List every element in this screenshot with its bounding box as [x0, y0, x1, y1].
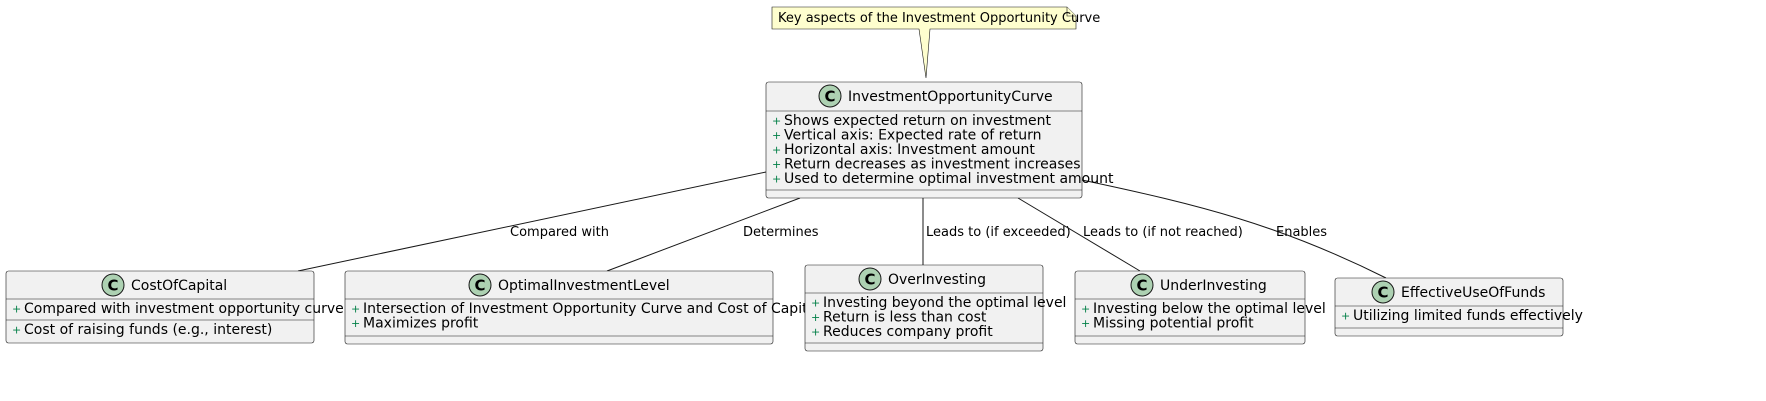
class-badge-letter: C [1136, 277, 1147, 295]
class-attribute: Utilizing limited funds effectively [1353, 308, 1583, 324]
note: Key aspects of the Investment Opportunit… [771, 6, 1100, 79]
class-name: OverInvesting [888, 272, 986, 288]
class-cost-of-capital[interactable]: C CostOfCapital + Compared with investme… [5, 270, 344, 344]
class-over-investing[interactable]: C OverInvesting + Investing beyond the o… [804, 264, 1066, 352]
visibility-icon: + [811, 297, 820, 310]
class-attribute: Horizontal axis: Investment amount [784, 142, 1035, 158]
visibility-icon: + [811, 311, 820, 324]
class-name: EffectiveUseOfFunds [1401, 285, 1545, 301]
visibility-icon: + [1341, 310, 1350, 323]
class-attribute: Used to determine optimal investment amo… [784, 171, 1114, 187]
class-badge-icon [101, 273, 125, 297]
class-badge-icon [1130, 273, 1154, 297]
class-badge-icon [858, 267, 882, 291]
class-badge-icon [818, 84, 842, 108]
class-attribute: Investing below the optimal level [1093, 301, 1326, 317]
class-attribute: Compared with investment opportunity cur… [24, 301, 344, 317]
class-name: InvestmentOpportunityCurve [848, 89, 1053, 105]
class-badge-letter: C [864, 271, 875, 289]
class-name: CostOfCapital [131, 278, 227, 294]
relation-label: Compared with [510, 225, 609, 240]
class-badge-letter: C [1377, 284, 1388, 302]
class-attribute: Vertical axis: Expected rate of return [784, 128, 1041, 144]
class-attribute: Investing beyond the optimal level [823, 295, 1066, 311]
visibility-icon: + [12, 303, 21, 316]
class-box [344, 270, 774, 345]
class-attribute: Return decreases as investment increases [784, 157, 1081, 173]
class-attribute: Return is less than cost [823, 310, 987, 326]
relation-label: Determines [743, 225, 819, 240]
relation-label: Leads to (if not reached) [1083, 225, 1243, 240]
note-text: Key aspects of the Investment Opportunit… [778, 11, 1100, 26]
class-attribute: Intersection of Investment Opportunity C… [363, 301, 820, 317]
relation-label: Leads to (if exceeded) [926, 225, 1071, 240]
relation-ioc-under: Leads to (if not reached) [1017, 197, 1243, 272]
relation-line [1017, 197, 1141, 272]
relation-label: Enables [1276, 225, 1327, 240]
visibility-icon: + [12, 324, 21, 337]
class-name: OptimalInvestmentLevel [498, 278, 670, 294]
class-method: Cost of raising funds (e.g., interest) [24, 322, 272, 338]
class-badge-icon [468, 273, 492, 297]
note-fold [1066, 7, 1076, 17]
visibility-icon: + [772, 129, 781, 142]
relation-ioc-oil: Determines [606, 197, 819, 272]
class-name: UnderInvesting [1160, 278, 1267, 294]
visibility-icon: + [772, 144, 781, 157]
relation-line [297, 171, 767, 272]
relation-line [1081, 179, 1387, 279]
class-badge-icon [1371, 280, 1395, 304]
visibility-icon: + [1081, 303, 1090, 316]
class-investment-opportunity-curve[interactable]: C InvestmentOpportunityCurve + Shows exp… [765, 81, 1114, 199]
class-badge-letter: C [474, 277, 485, 295]
visibility-icon: + [1081, 317, 1090, 330]
class-attribute: Maximizes profit [363, 316, 479, 332]
class-box [5, 270, 315, 344]
class-optimal-investment-level[interactable]: C OptimalInvestmentLevel + Intersection … [344, 270, 820, 345]
visibility-icon: + [772, 173, 781, 186]
visibility-icon: + [772, 158, 781, 171]
class-effective-use-of-funds[interactable]: C EffectiveUseOfFunds + Utilizing limite… [1334, 277, 1583, 337]
class-attribute: Shows expected return on investment [784, 113, 1052, 129]
class-attribute: Reduces company profit [823, 324, 993, 340]
class-under-investing[interactable]: C UnderInvesting + Investing below the o… [1074, 270, 1326, 345]
relation-ioc-euf: Enables [1081, 179, 1387, 279]
class-badge-letter: C [824, 88, 835, 106]
class-attribute: Missing potential profit [1093, 316, 1254, 332]
visibility-icon: + [351, 317, 360, 330]
visibility-icon: + [811, 326, 820, 339]
visibility-icon: + [351, 303, 360, 316]
visibility-icon: + [772, 115, 781, 128]
class-badge-letter: C [107, 277, 118, 295]
relation-ioc-coc: Compared with [297, 171, 767, 272]
relation-line [606, 197, 801, 272]
relation-ioc-over: Leads to (if exceeded) [922, 198, 1071, 265]
